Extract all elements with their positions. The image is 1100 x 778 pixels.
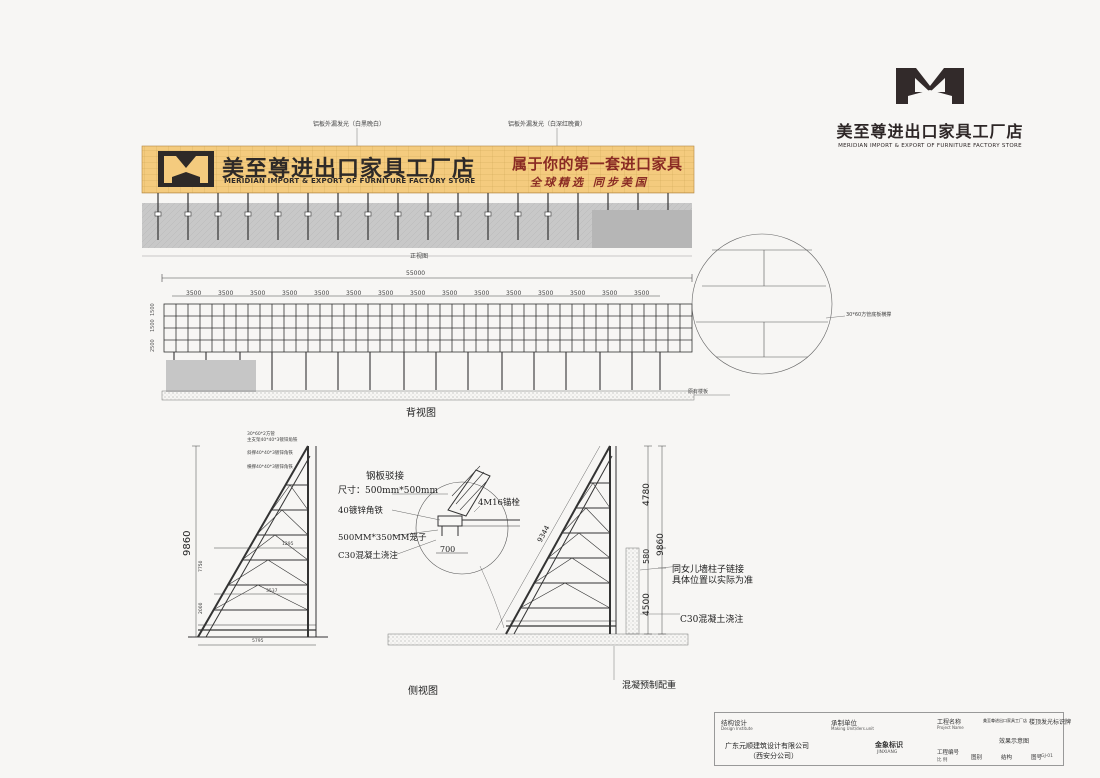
legend-item: 30*60*2方管 [247,432,275,437]
legend-item: 斜撑40*40*3镀锌角铁 [247,451,293,456]
bay-dim: 3500 [602,290,618,297]
detail-concrete: C30混凝土浇注 [338,551,398,561]
bay-dim: 3500 [634,290,650,297]
bay-dim: 3500 [410,290,426,297]
legend-item: 横撑40*40*3镀锌角铁 [247,465,293,470]
note-concrete: C30混凝土浇注 [680,615,744,625]
dim-4780: 4780 [642,483,652,506]
front-view [141,128,695,257]
note-weight: 混凝预制配重 [622,681,677,691]
note-column-2: 具体位置以实际为准 [672,576,754,586]
maker-name: 金象标识 [875,741,903,749]
detail-700: 700 [440,545,456,554]
scale-label: 比 例 [937,758,948,763]
roof-label: 原有楼板 [688,389,709,395]
design-label-en: Design Institute [721,726,753,731]
bay-dim: 3500 [474,290,490,297]
maker-label: 承制单位 [831,719,857,727]
drawing-no-label: 工程编号 [937,750,960,756]
col-figure: 图别 [971,755,983,761]
note-column-1: 同女儿墙柱子链接 [672,565,745,575]
side-view-left [188,445,328,646]
bay-dim: 3500 [186,290,202,297]
dim-9860-right: 9860 [656,533,666,556]
brand-subtitle: MERIDIAN IMPORT & EXPORT OF FURNITURE FA… [838,143,1022,149]
dim-7750: 7750 [199,560,204,572]
detail-cage: 500MM*350MM笼子 [338,533,427,543]
maker-name-en: JINXIANG [877,750,898,755]
project-value: 楼顶发光标识牌 [1029,719,1072,726]
bay-dim: 3500 [506,290,522,297]
col-structure: 结构 [1001,755,1013,761]
bay-dim: 3500 [346,290,362,297]
detail-title: 钢板驳接 [366,471,405,482]
vertical-dim: 1500 [150,319,156,332]
bay-dim: 3500 [378,290,394,297]
dim-3537: 3537 [266,589,278,594]
detail-anchor: 4M16锚栓 [478,498,520,508]
front-view-label: 正视图 [410,253,429,260]
dim-bottom: 5795 [252,639,264,644]
sign-slogan: 属于你的第一套进口家具 [512,155,683,173]
total-width-dim: 55000 [406,270,426,277]
bay-dim: 3500 [314,290,330,297]
bay-dim: 3500 [442,290,458,297]
brand-logo [896,68,964,104]
dim-2000: 2000 [199,602,204,614]
dim-580: 580 [642,548,651,564]
detail-angle: 40镀锌角铁 [338,506,383,516]
vertical-dim: 1500 [150,303,156,316]
side-view-label: 侧视图 [408,686,438,697]
bay-dim: 3500 [282,290,298,297]
detail-size: 尺寸：500mm*500mm [338,486,438,496]
note-right-lighting: 铝板外漏发光（白深红晚黄） [508,121,587,128]
legend-item: 主支架40*40*3镀锌角铁 [247,438,298,443]
vertical-dim: 2500 [150,339,156,352]
detail-label: 30*60方管底板横撑 [846,312,892,318]
bay-dim: 3500 [250,290,266,297]
design-branch: （西安分公司） [749,752,798,760]
project-label-en: Project Name [937,725,964,730]
project-brand: 美至尊进出口家具工厂店 [983,718,1027,723]
height-left-dim: 9860 [182,530,193,556]
title-block: 结构设计 Design Institute 广东元顺建筑设计有限公司 （西安分公… [714,712,1071,766]
side-view-right [387,445,689,680]
sign-name-cn: 美至尊进出口家具工厂店 [222,157,476,182]
bay-dim: 3500 [570,290,586,297]
side-view-detail [391,465,520,629]
sign-logo [158,151,214,187]
back-view-label: 背视图 [406,408,436,419]
bay-dim: 3500 [218,290,234,297]
dim-1295: 1295 [282,542,294,547]
sign-name-en: MERIDIAN IMPORT & EXPORT OF FURNITURE FA… [224,177,476,185]
dim-4500: 4500 [642,593,652,616]
maker-label-en: Making Unit/ders.unit [831,726,874,731]
bay-dim: 3500 [538,290,554,297]
brand-title: 美至尊进出口家具工厂店 [836,122,1024,141]
design-company: 广东元顺建筑设计有限公司 [725,742,809,750]
sign-panel [142,146,694,193]
sign-slogan-secondary: 全球精选 同步美国 [530,176,649,189]
col-no: 图号 [1031,755,1043,761]
sheet-no: GJ-01 [1041,754,1054,759]
note-left-lighting: 铝板外漏发光（白黑晚白） [313,121,386,128]
back-view [161,233,846,401]
design-label: 结构设计 [721,719,747,727]
drawing-label: 效果示意图 [999,738,1030,745]
project-label: 工程名称 [937,719,962,726]
